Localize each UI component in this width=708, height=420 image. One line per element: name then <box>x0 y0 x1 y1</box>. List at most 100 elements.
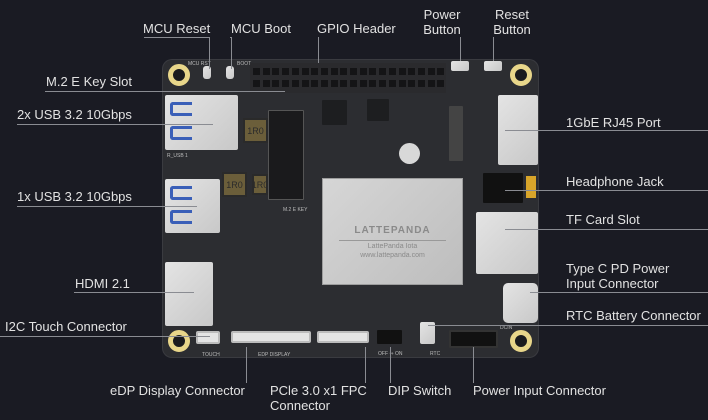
gpio-pin <box>379 68 387 75</box>
mounting-hole <box>168 64 190 86</box>
leader-line <box>209 37 210 69</box>
gpio-pin <box>350 80 357 87</box>
power-input-connector-part <box>449 330 498 348</box>
leader-line <box>231 37 232 69</box>
gpio-pin <box>330 68 338 75</box>
gpio-pin <box>437 80 445 87</box>
mcu-reset-button <box>203 66 211 79</box>
leader-line <box>505 229 708 230</box>
label-line: Power <box>423 7 461 22</box>
headphone-jack-part <box>483 173 523 203</box>
gpio-pin <box>427 80 435 87</box>
hdmi-port <box>165 262 213 326</box>
gpio-header-part <box>250 63 446 93</box>
mounting-hole <box>510 330 532 352</box>
edp-silk: EDP DISPLAY <box>258 352 291 358</box>
leader-line <box>17 124 213 125</box>
label-line: Connector <box>270 398 330 413</box>
label-line: Button <box>493 22 531 37</box>
gpio-pin <box>379 80 387 87</box>
usb-tongue <box>170 186 192 200</box>
brand-logo: LATTEPANDA <box>354 225 431 236</box>
gpio-pin <box>398 80 406 87</box>
gpio-pin <box>301 80 309 87</box>
leader-line <box>460 37 461 61</box>
leader-line <box>493 37 494 61</box>
gpio-pin <box>311 68 319 75</box>
leader-line <box>45 91 285 92</box>
typec-port <box>503 283 538 323</box>
inductor: 1R0 <box>222 172 247 197</box>
gpio-pin <box>320 80 328 87</box>
leader-line <box>17 206 197 207</box>
gpio-pin <box>253 68 260 75</box>
gpio-pin <box>340 80 348 87</box>
inductor: 1R0 <box>252 174 268 195</box>
label-i2c-touch: I2C Touch Connector <box>5 319 127 334</box>
mcu-rst-silk: MCU RST <box>188 61 211 67</box>
gpio-pin <box>369 80 377 87</box>
gpio-pin <box>282 80 290 87</box>
gpio-pin <box>272 80 280 87</box>
leader-line <box>428 325 708 326</box>
gpio-pin <box>301 68 309 75</box>
usb-tongue <box>170 126 192 140</box>
tf-card-slot-part <box>476 212 538 274</box>
gpio-pin <box>262 68 270 75</box>
label-hdmi: HDMI 2.1 <box>75 276 130 291</box>
leader-line <box>365 347 366 383</box>
label-line: PCle 3.0 x1 FPC <box>270 383 367 398</box>
mcu-boot-button <box>226 66 234 79</box>
label-usb-2x: 2x USB 3.2 10Gbps <box>17 107 132 122</box>
gpio-pin <box>262 80 270 87</box>
switches <box>449 106 463 161</box>
gpio-pin <box>320 68 328 75</box>
website: www.lattepanda.com <box>360 252 425 259</box>
gpio-pin <box>408 68 416 75</box>
gpio-pin <box>350 68 357 75</box>
label-power-input: Power Input Connector <box>473 383 606 398</box>
ic <box>322 100 347 125</box>
gpio-pin <box>408 80 416 87</box>
label-headphone: Headphone Jack <box>566 174 664 189</box>
label-m2-e-key: M.2 E Key Slot <box>46 74 132 89</box>
gpio-pin <box>291 68 299 75</box>
dcin-silk: DCIN <box>500 325 513 331</box>
usb-tongue <box>170 210 192 224</box>
gpio-pin <box>272 68 280 75</box>
label-tf-card: TF Card Slot <box>566 212 640 227</box>
label-edp: eDP Display Connector <box>110 383 245 398</box>
gpio-pin <box>282 68 290 75</box>
leader-line <box>530 292 708 293</box>
leader-line <box>0 336 210 337</box>
gpio-pin <box>330 80 338 87</box>
processor-shield: LATTEPANDA LattePanda Iota www.lattepand… <box>322 178 463 285</box>
gpio-pin <box>437 68 445 75</box>
leader-line <box>246 347 247 383</box>
gpio-pin <box>417 68 425 75</box>
label-line: Type C PD Power <box>566 261 670 276</box>
label-usb-1x: 1x USB 3.2 10Gbps <box>17 189 132 204</box>
gpio-pin <box>359 80 367 87</box>
pcie-fpc-connector <box>317 331 369 343</box>
gpio-pin <box>311 80 319 87</box>
boot-silk: BOOT <box>237 61 252 67</box>
gpio-pin <box>398 68 406 75</box>
gpio-pin <box>427 68 435 75</box>
gpio-pin <box>291 80 299 87</box>
label-rtc: RTC Battery Connector <box>566 308 701 323</box>
ic <box>367 99 389 121</box>
label-mcu-reset: MCU Reset <box>143 21 211 36</box>
label-gpio-header: GPIO Header <box>317 21 396 36</box>
label-line: Button <box>423 22 461 37</box>
mounting-hole <box>510 64 532 86</box>
leader-line <box>144 37 210 38</box>
usb-tongue <box>170 102 192 116</box>
gpio-pin <box>253 80 260 87</box>
inductor: 1R0 <box>243 118 268 143</box>
gpio-pin <box>359 68 367 75</box>
